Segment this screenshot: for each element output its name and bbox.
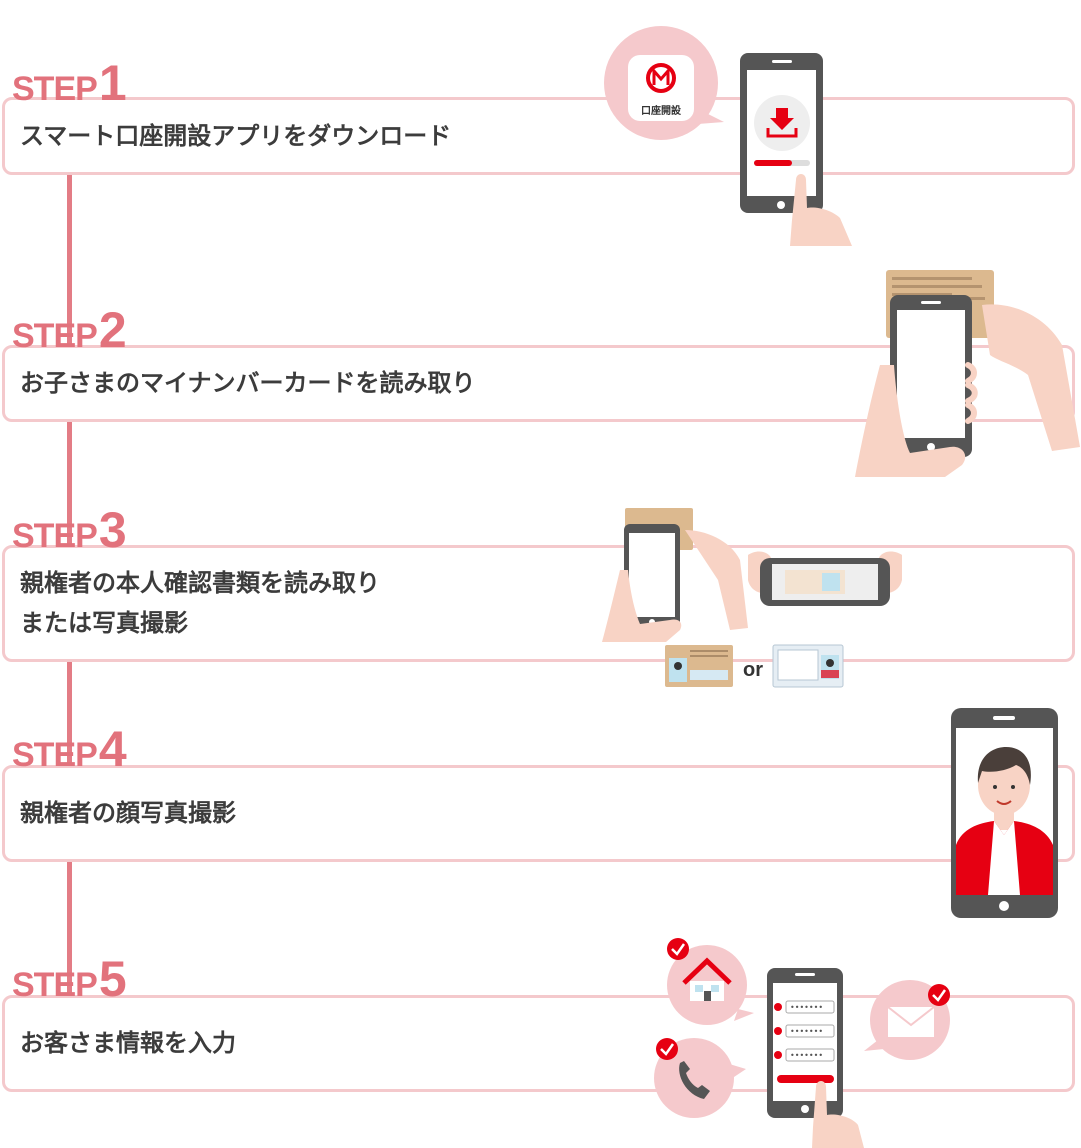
step-1-label: STEP1 — [12, 55, 127, 111]
step-word: STEP — [12, 736, 98, 774]
step-3-illustration: or — [602, 508, 902, 688]
form-field-row: ••••••• — [774, 1024, 835, 1038]
step-1-illustration: 口座開設 — [604, 26, 852, 246]
masked-field-value: ••••••• — [790, 1003, 823, 1012]
step-4-text: 親権者の顔写真撮影 — [20, 799, 236, 827]
step-word: STEP — [12, 966, 98, 1004]
step-number: 4 — [98, 721, 127, 777]
step-2-illustration — [855, 270, 1080, 477]
check-icon — [667, 938, 689, 960]
check-icon — [928, 984, 950, 1006]
step-3-text-line1: 親権者の本人確認書類を読み取り — [20, 569, 380, 597]
app-icon-label: 口座開設 — [641, 104, 682, 117]
step-5-label: STEP5 — [12, 951, 127, 1007]
step-4-label: STEP4 — [12, 721, 127, 777]
masked-field-value: ••••••• — [790, 1027, 823, 1036]
step-number: 5 — [98, 951, 127, 1007]
step-5-text: お客さま情報を入力 — [20, 1029, 236, 1057]
step-3-label: STEP3 — [12, 502, 127, 558]
step-word: STEP — [12, 517, 98, 555]
masked-field-value: ••••••• — [790, 1051, 823, 1060]
house-icon — [682, 957, 732, 1001]
step-connector — [67, 175, 72, 350]
step-4-box — [2, 765, 1075, 862]
step-word: STEP — [12, 317, 98, 355]
step-word: STEP — [12, 70, 98, 108]
step-4-illustration — [951, 708, 1058, 918]
download-progress-bar — [754, 160, 792, 166]
step-2-label: STEP2 — [12, 302, 127, 358]
step-2-text: お子さまのマイナンバーカードを読み取り — [20, 369, 476, 397]
step-connector — [67, 660, 72, 767]
person-avatar-icon — [956, 747, 1053, 895]
mail-icon — [887, 1006, 935, 1037]
step-5-illustration: ••••••• ••••••• ••••••• — [654, 938, 950, 1148]
residence-card-icon — [772, 644, 844, 688]
or-label: or — [743, 659, 763, 681]
step-3-text-line2: または写真撮影 — [20, 609, 188, 637]
download-icon — [766, 108, 798, 138]
step-1-box — [2, 97, 1075, 175]
app-logo-icon — [628, 55, 694, 121]
telephone-icon — [679, 1061, 710, 1099]
finger-icon — [790, 174, 852, 246]
check-icon — [656, 1038, 678, 1060]
step-number: 2 — [98, 302, 127, 358]
license-card-icon — [665, 645, 733, 687]
form-field-row: ••••••• — [774, 1048, 835, 1062]
step-connector — [67, 860, 72, 997]
form-field-row: ••••••• — [774, 1000, 835, 1014]
step-number: 1 — [98, 55, 127, 111]
step-number: 3 — [98, 502, 127, 558]
step-connector — [67, 420, 72, 547]
finger-icon — [812, 1081, 864, 1148]
step-1-text: スマート口座開設アプリをダウンロード — [20, 122, 452, 150]
submit-bar — [777, 1075, 834, 1083]
